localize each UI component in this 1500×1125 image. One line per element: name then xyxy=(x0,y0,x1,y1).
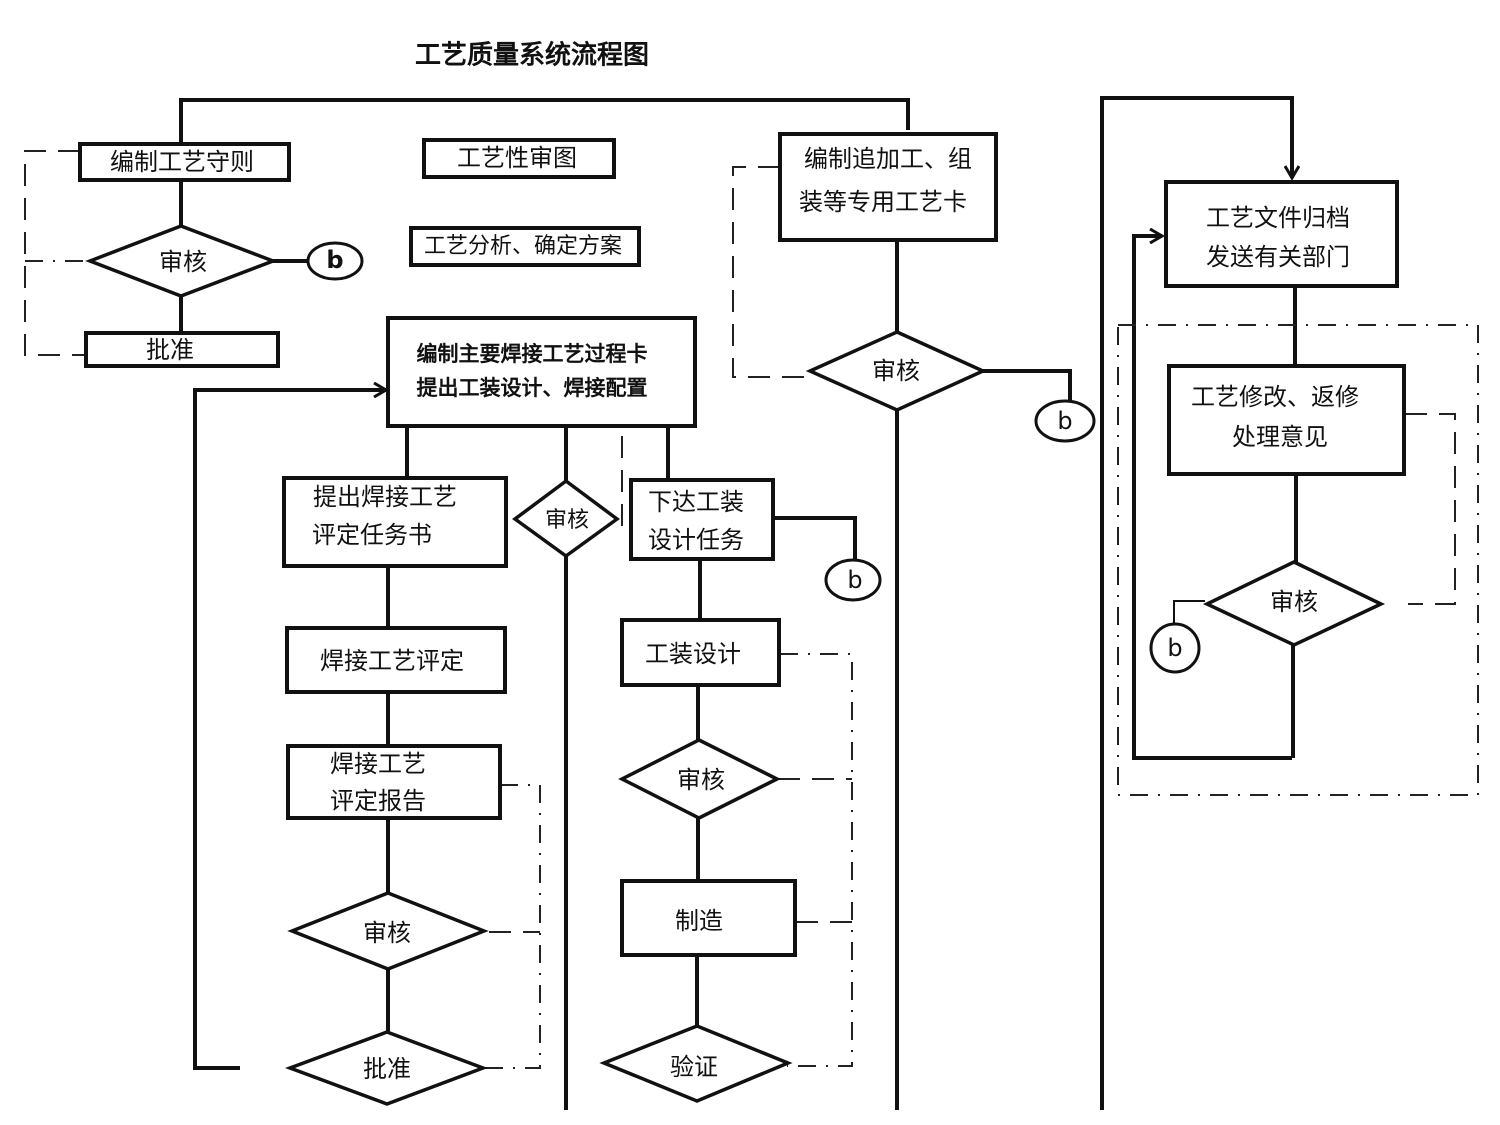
node-center-review-label: 审核 xyxy=(545,508,589,533)
node-weld-approve: 批准 xyxy=(284,1030,488,1106)
node-tooling-design-label: 工装设计 xyxy=(645,640,741,668)
node-weld-eval-label: 焊接工艺评定 xyxy=(320,647,464,675)
loop-arrow-to-main-card xyxy=(193,390,386,1070)
node-tooling-design: 工装设计 xyxy=(620,618,781,687)
node-weld-review: 审核 xyxy=(287,891,489,971)
node-rules-approve: 批准 xyxy=(84,331,280,368)
node-rules-approve-label: 批准 xyxy=(146,336,194,364)
node-modify-review: 审核 xyxy=(1202,560,1386,647)
node-process-analysis-label: 工艺分析、确定方案 xyxy=(424,234,622,259)
node-rules-label: 编制工艺守则 xyxy=(110,148,254,176)
node-weld-report-label-1: 焊接工艺 xyxy=(330,750,426,778)
node-archive-label-1: 工艺文件归档 xyxy=(1206,204,1350,232)
node-weld-report-label-2: 评定报告 xyxy=(330,787,426,815)
node-rules-review: 审核 xyxy=(85,224,278,298)
node-weld-eval: 焊接工艺评定 xyxy=(285,626,507,694)
node-center-review: 审核 xyxy=(512,478,620,559)
diagram-title: 工艺质量系统流程图 xyxy=(415,40,649,71)
dash-weld-report-feedback xyxy=(455,784,541,1069)
node-rules: 编制工艺守则 xyxy=(78,142,291,182)
connector-b-modify: b xyxy=(1149,622,1201,674)
node-weld-task-label-1: 提出焊接工艺 xyxy=(313,483,457,511)
node-weld-report: 焊接工艺 评定报告 xyxy=(286,744,502,820)
node-tooling-task: 下达工装 设计任务 xyxy=(629,478,775,561)
dash-modify-region xyxy=(1117,324,1479,796)
connector-lines xyxy=(179,96,1296,1110)
node-special-review: 审核 xyxy=(805,330,988,412)
node-process-analysis: 工艺分析、确定方案 xyxy=(409,226,641,267)
node-modify-review-label: 审核 xyxy=(1270,588,1318,616)
connector-b-label: b xyxy=(326,246,343,274)
node-weld-review-label: 审核 xyxy=(363,919,411,947)
arrow-into-archive xyxy=(1100,96,1292,1110)
node-modify: 工艺修改、返修 处理意见 xyxy=(1167,364,1406,476)
loop-arrow-to-archive xyxy=(1132,236,1292,760)
connector-b-tooling: b xyxy=(824,558,882,602)
dash-tooling-feedback xyxy=(780,653,853,1067)
node-weld-approve-label: 批准 xyxy=(363,1055,411,1083)
node-weld-task: 提出焊接工艺 评定任务书 xyxy=(282,476,508,568)
node-special-review-label: 审核 xyxy=(872,357,920,385)
top-bus-line xyxy=(179,98,910,145)
node-tooling-task-label-2: 设计任务 xyxy=(648,526,744,554)
node-main-card-label-2: 提出工装设计、焊接配置 xyxy=(417,376,648,400)
node-main-card-label-1: 编制主要焊接工艺过程卡 xyxy=(417,342,648,366)
node-special-card-label-1: 编制追加工、组 xyxy=(804,145,972,173)
connector-b-special: b xyxy=(1034,399,1096,443)
node-special-card-label-2: 装等专用工艺卡 xyxy=(799,188,967,216)
node-verify: 验证 xyxy=(599,1024,793,1103)
node-manufacture-label: 制造 xyxy=(675,907,723,935)
node-main-card: 编制主要焊接工艺过程卡 提出工装设计、焊接配置 xyxy=(386,316,697,428)
node-modify-label-2: 处理意见 xyxy=(1232,423,1328,451)
connector-b-label: b xyxy=(1057,407,1072,435)
line-modify-review-to-b xyxy=(1173,600,1205,628)
node-verify-label: 验证 xyxy=(670,1053,718,1081)
node-tooling-task-label-1: 下达工装 xyxy=(648,488,744,516)
dash-special-feedback xyxy=(732,166,812,378)
dash-rules-feedback xyxy=(24,150,85,356)
connector-b-label: b xyxy=(1167,634,1182,662)
node-tooling-review: 审核 xyxy=(618,738,781,820)
line-tooling-to-b xyxy=(773,516,857,559)
connector-b-label: b xyxy=(847,566,862,594)
dash-modify-feedback xyxy=(1405,413,1456,605)
node-modify-label-1: 工艺修改、返修 xyxy=(1191,383,1359,411)
node-weld-task-label-2: 评定任务书 xyxy=(312,521,432,549)
connector-b-rules: b xyxy=(306,241,364,281)
node-process-review-drawing-label: 工艺性审图 xyxy=(457,144,577,172)
node-archive-label-2: 发送有关部门 xyxy=(1206,243,1350,271)
node-tooling-review-label: 审核 xyxy=(677,766,725,794)
line-special-review-to-b xyxy=(983,369,1072,400)
node-rules-review-label: 审核 xyxy=(159,248,207,276)
node-process-review-drawing: 工艺性审图 xyxy=(422,138,616,179)
node-manufacture: 制造 xyxy=(620,879,797,957)
node-archive: 工艺文件归档 发送有关部门 xyxy=(1164,180,1399,288)
node-special-card: 编制追加工、组 装等专用工艺卡 xyxy=(778,132,998,242)
